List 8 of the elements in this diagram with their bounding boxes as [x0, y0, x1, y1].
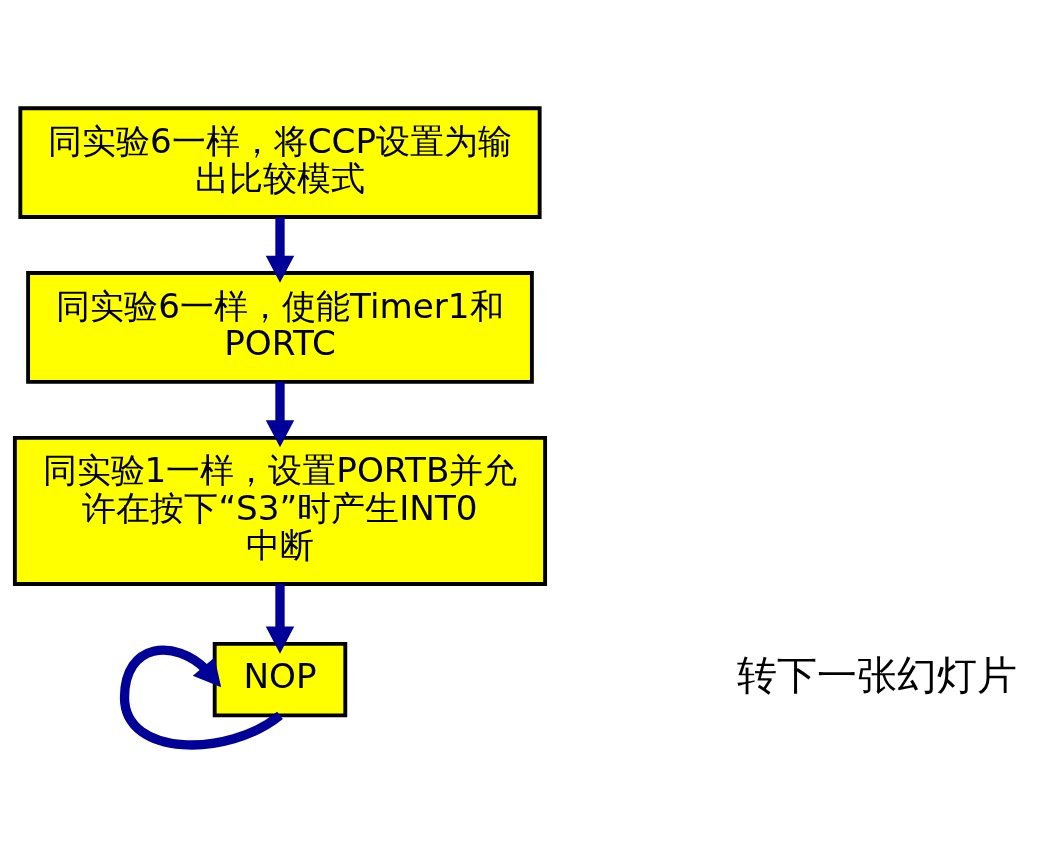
label: 转下一张幻灯片	[737, 650, 1018, 699]
arrow	[265, 381, 295, 447]
node-box: 同实验1一样，设置PORTB并允许在按下“S3”时产生INT0 中断	[12, 435, 548, 586]
node-box: NOP	[212, 641, 348, 717]
arrow	[265, 583, 295, 654]
arrow	[265, 216, 295, 283]
node-box: 同实验6一样，使能Timer1和PORTC	[26, 270, 534, 384]
node-box: 同实验6一样，将CCP设置为输出比较模式	[18, 105, 542, 219]
